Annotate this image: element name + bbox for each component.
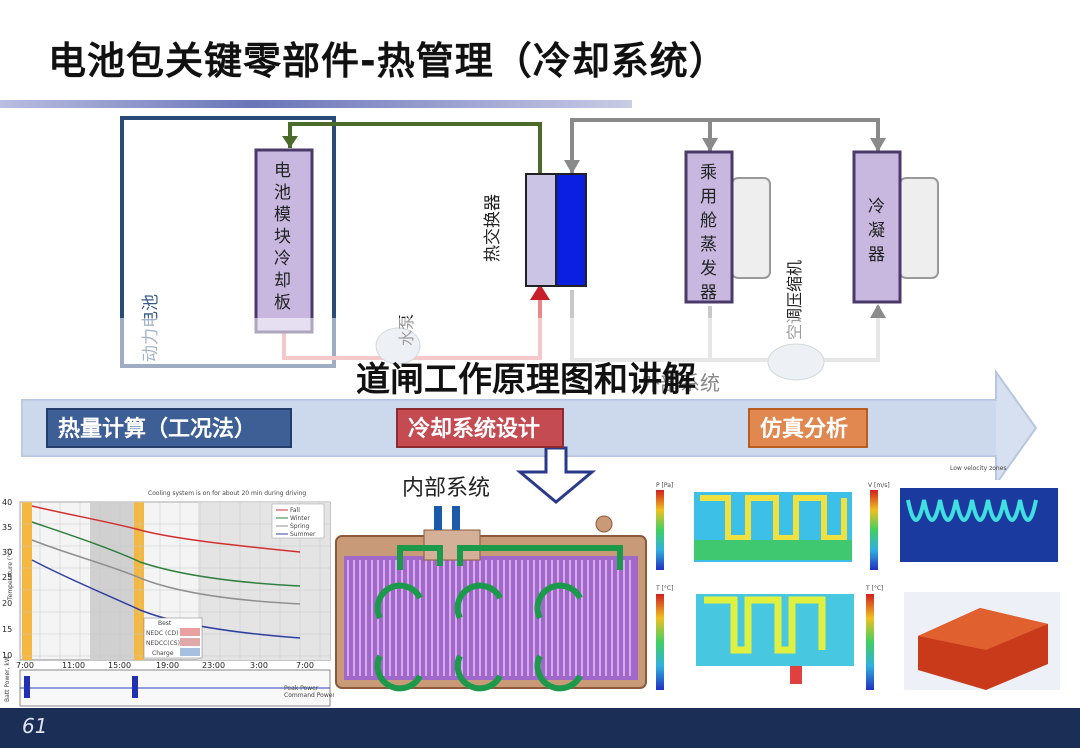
step-heat-calculation: 热量计算（工况法） <box>46 408 292 448</box>
cooling-channels <box>347 560 631 676</box>
temperature-chart: Cooling system is on for about 20 min du… <box>2 490 335 708</box>
partial-system-label: 外部系统 <box>640 371 720 395</box>
heat-exchanger-label: 热交换器 <box>483 194 503 262</box>
inlet-pipe <box>434 506 442 530</box>
inner-cooling-plate <box>334 506 648 708</box>
cooling-plate-label: 电池模块冷却板 <box>274 161 291 313</box>
ytick: 40 <box>2 498 12 507</box>
table-row-nedc-cs: NEDCC(CS) <box>146 640 180 647</box>
colorbar-1 <box>656 490 664 570</box>
heat-exchanger-left <box>525 173 557 287</box>
plot2-unit: V [m/s] <box>868 482 890 489</box>
step-cooling-design: 冷却系统设计 <box>396 408 564 448</box>
series-line-summer <box>31 559 301 639</box>
ytick: 30 <box>2 548 12 557</box>
drive-band-2 <box>134 502 144 660</box>
colorbar-4 <box>866 594 874 690</box>
temp-channels <box>704 596 826 654</box>
title-underline <box>0 100 632 108</box>
plot4-unit: T [°C] <box>865 585 883 592</box>
subplot-legend-peak: Peak Power <box>284 685 319 692</box>
xtick: 15:00 <box>108 661 131 670</box>
table-row-nedc-cd: NEDC (CD) <box>146 630 179 637</box>
plot1-unit: P [Pa] <box>656 482 673 489</box>
drive-band-1 <box>22 502 32 660</box>
power-spike-1 <box>24 676 30 698</box>
arrow-evap <box>702 138 718 152</box>
series-line-fall <box>31 505 301 553</box>
legend-item-spring: Spring <box>290 523 310 530</box>
evaporator-label: 乘用舱蒸发器 <box>700 163 717 303</box>
refrigerant-line-top <box>570 118 880 176</box>
step-simulation: 仿真分析 <box>748 408 868 448</box>
hot-arrow <box>530 284 550 300</box>
xtick: 7:00 <box>16 661 34 670</box>
legend-item-fall: Fall <box>290 507 300 514</box>
evaporator-fins <box>731 177 771 279</box>
chart-annotation: Cooling system is on for about 20 min du… <box>148 490 306 497</box>
ytick: 25 <box>2 573 12 582</box>
down-arrow <box>515 446 597 504</box>
table-row-best: Best <box>158 620 172 627</box>
velocity-streams <box>906 499 1038 522</box>
subplot-ylabel: Batt Power, kW <box>4 656 11 702</box>
page-number: 61 <box>22 714 48 738</box>
flow-arrows <box>374 545 623 692</box>
condenser-fins <box>899 177 939 279</box>
table-row-charge: Charge <box>152 650 174 657</box>
banner-title: 道闸工作原理图和讲解 <box>356 360 696 400</box>
power-spike-2 <box>132 676 138 698</box>
subplot-legend-command: Command Power <box>284 692 335 699</box>
arrow-cond <box>870 138 886 152</box>
colorbar-2 <box>870 490 878 570</box>
xtick: 19:00 <box>156 661 179 670</box>
ytick: 15 <box>2 625 12 634</box>
series-line-winter <box>31 521 301 587</box>
ytick: 10 <box>2 651 12 660</box>
condenser-label: 冷凝器 <box>868 197 885 265</box>
condenser-box <box>852 150 902 304</box>
heat-exchanger-right <box>555 173 587 287</box>
arrow-exchanger <box>564 160 580 174</box>
plot3-unit: T [°C] <box>655 585 673 592</box>
legend-item-winter: Winter <box>290 515 310 522</box>
series-line-spring <box>31 539 301 605</box>
xtick: 3:00 <box>250 661 268 670</box>
pressure-channels <box>700 495 847 541</box>
arrow-cond-bottom <box>870 304 886 318</box>
xtick: 7:00 <box>296 661 314 670</box>
ytick: 20 <box>2 599 12 608</box>
xtick: 23:00 <box>202 661 225 670</box>
pack-top <box>918 608 1048 650</box>
plot2-title: Low velocity zones <box>950 465 1007 472</box>
sim-plot-velocity <box>900 488 1058 562</box>
page-title: 电池包关键零部件-热管理（冷却系统） <box>48 39 728 83</box>
colorbar-3 <box>656 594 664 690</box>
cabin-evaporator <box>684 150 734 304</box>
y-axis-label: Temperature (°C) <box>7 548 14 601</box>
pressure-bottom <box>694 540 852 560</box>
legend-item-summer: Summer <box>290 531 316 538</box>
inner-system-label: 内部系统 <box>402 476 491 501</box>
coolant-arrow <box>282 136 298 148</box>
ytick: 35 <box>2 523 12 532</box>
coolant-line-top <box>288 122 542 176</box>
simulation-plots: P [Pa] V [m/s] Low velocity zones T [°C]… <box>652 465 1080 692</box>
outlet-pipe <box>452 506 460 530</box>
footer-bar <box>0 708 1080 748</box>
xtick: 11:00 <box>62 661 85 670</box>
temp-outlet <box>790 666 802 684</box>
mount-hole <box>595 515 613 533</box>
